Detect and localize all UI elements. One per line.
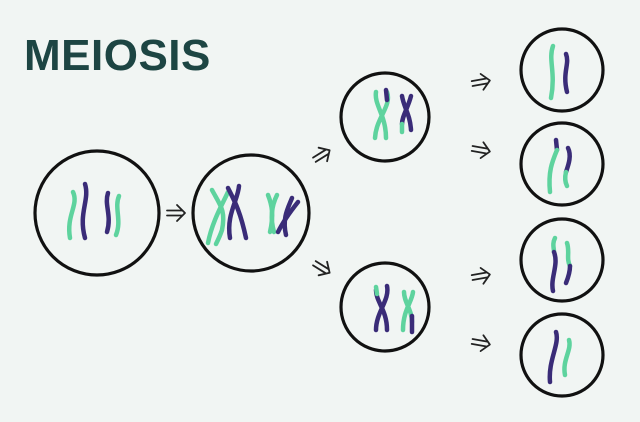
gamete-3: [519, 217, 605, 303]
daughter-cell-bottom: [339, 261, 431, 353]
gamete-4: [519, 312, 605, 398]
gamete-2: [519, 121, 605, 207]
arrow-icon: [469, 71, 493, 93]
arrow-icon: [469, 139, 493, 161]
arrow-icon: [166, 204, 186, 222]
arrow-icon: [309, 142, 335, 168]
gamete-1: [519, 27, 605, 113]
diagram-title: MEIOSIS: [24, 31, 211, 80]
duplicated-cell: [191, 153, 311, 273]
daughter-cell-top: [339, 71, 431, 163]
arrow-icon: [469, 332, 493, 354]
arrow-icon: [469, 265, 493, 287]
arrow-icon: [309, 255, 335, 281]
parent-cell: [33, 149, 161, 277]
